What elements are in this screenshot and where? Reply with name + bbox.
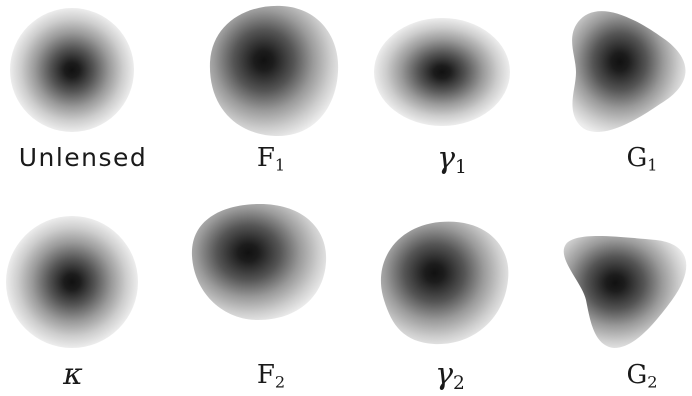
blob-gamma2 xyxy=(380,221,509,345)
blob-F1 xyxy=(209,5,339,137)
label-unlensed: Unlensed xyxy=(18,143,148,172)
label-F1: F1 xyxy=(256,143,286,175)
blob-F2 xyxy=(191,204,327,320)
blob-kappa xyxy=(6,216,138,348)
blob-G1 xyxy=(572,11,686,132)
label-kappa: κ xyxy=(63,357,83,392)
blob-G2 xyxy=(563,236,687,348)
label-gamma1: γ1 xyxy=(437,141,467,179)
blob-gamma1 xyxy=(374,18,510,126)
label-F2: F2 xyxy=(256,360,286,392)
label-G2: G2 xyxy=(626,360,658,392)
blob-unlensed xyxy=(10,8,134,132)
label-G1: G1 xyxy=(626,143,658,175)
label-gamma2: γ2 xyxy=(435,357,465,395)
